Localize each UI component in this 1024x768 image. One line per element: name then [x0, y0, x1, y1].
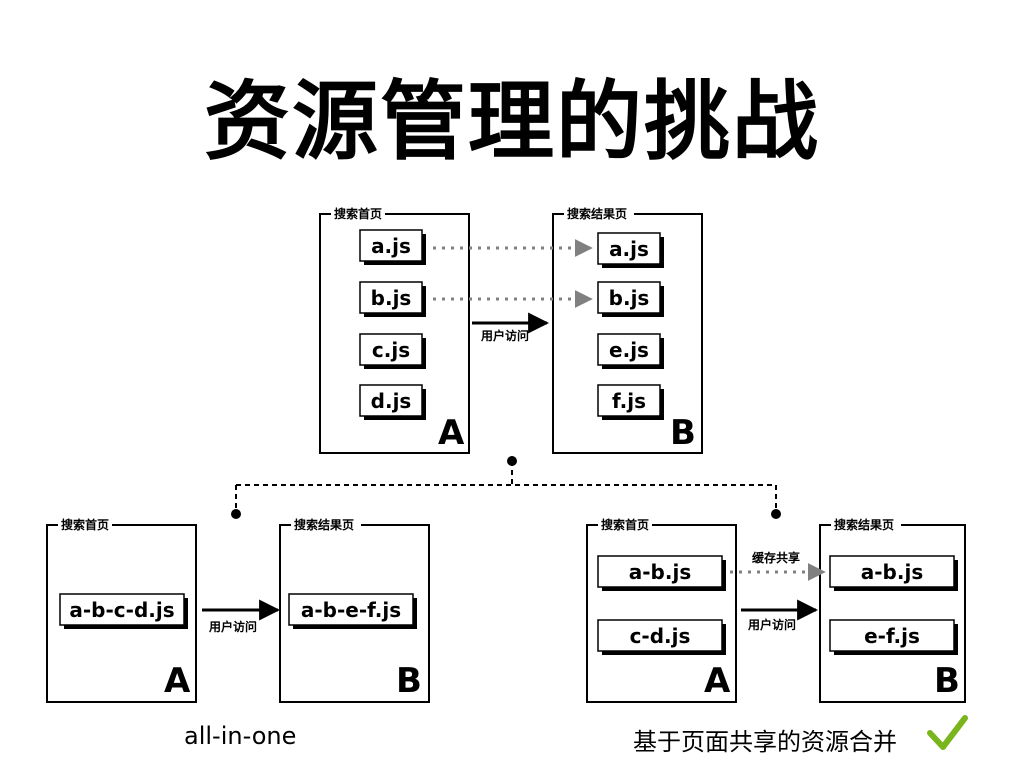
svg-text:c-d.js: c-d.js — [630, 624, 691, 648]
page-label: 搜索首页 — [61, 517, 109, 532]
page-label: 搜索首页 — [334, 206, 382, 221]
top-page-a: 搜索首页 A a.js b.js c.js d.js — [319, 206, 470, 454]
page-shared-merge-caption: 基于页面共享的资源合并 — [633, 728, 897, 756]
file-box-a-b-js: a-b.js — [829, 555, 958, 591]
page-letter: A — [704, 661, 731, 701]
svg-text:e.js: e.js — [609, 338, 649, 362]
svg-text:b.js: b.js — [609, 286, 650, 310]
file-box-a-b-e-f-js: a-b-e-f.js — [288, 593, 417, 629]
page-frame — [586, 524, 737, 703]
svg-text:b.js: b.js — [371, 286, 412, 310]
svg-text:a-b.js: a-b.js — [861, 560, 923, 584]
all-in-one-caption: all-in-one — [184, 722, 297, 750]
svg-text:a-b.js: a-b.js — [629, 560, 691, 584]
branch-connector — [231, 456, 781, 519]
svg-text:a-b-c-d.js: a-b-c-d.js — [69, 598, 174, 622]
file-box-e-js: e.js — [597, 333, 664, 369]
user-access-label: 用户访问 — [208, 619, 257, 634]
file-box-f-js: f.js — [597, 384, 664, 420]
svg-text:f.js: f.js — [612, 389, 646, 413]
left-page-b: 搜索结果页 B a-b-e-f.js — [279, 517, 430, 703]
right-page-a: 搜索首页 A a-b.js c-d.js — [586, 517, 737, 703]
svg-text:d.js: d.js — [371, 389, 412, 413]
file-box-b-js: b.js — [359, 281, 426, 317]
svg-text:a-b-e-f.js: a-b-e-f.js — [301, 598, 401, 622]
check-icon — [927, 715, 968, 750]
svg-text:a.js: a.js — [371, 234, 411, 258]
user-access-label: 用户访问 — [480, 328, 529, 343]
page-frame — [819, 524, 966, 703]
page-letter: A — [438, 413, 465, 453]
file-box-a-js: a.js — [359, 229, 426, 265]
user-access-label: 用户访问 — [747, 617, 796, 632]
page-title: 资源管理的挑战 — [204, 72, 820, 172]
file-box-c-d-js: c-d.js — [597, 619, 726, 655]
file-box-a-js: a.js — [597, 232, 664, 268]
svg-text:a.js: a.js — [609, 237, 649, 261]
file-box-b-js: b.js — [597, 281, 664, 317]
file-box-a-b-c-d-js: a-b-c-d.js — [59, 593, 188, 629]
page-letter: A — [164, 661, 191, 701]
svg-text:e-f.js: e-f.js — [864, 624, 920, 648]
page-label: 搜索结果页 — [834, 517, 894, 532]
page-label: 搜索首页 — [601, 517, 649, 532]
page-letter: B — [396, 661, 422, 701]
top-page-b: 搜索结果页 B a.js b.js e.js f.js — [552, 206, 703, 454]
right-page-b: 搜索结果页 B a-b.js e-f.js — [819, 517, 966, 703]
svg-text:c.js: c.js — [372, 338, 410, 362]
cache-share-label: 缓存共享 — [752, 550, 800, 565]
file-box-c-js: c.js — [359, 333, 426, 369]
page-letter: B — [670, 413, 696, 453]
file-box-a-b-js: a-b.js — [597, 555, 726, 591]
page-letter: B — [934, 661, 960, 701]
file-box-d-js: d.js — [359, 384, 426, 420]
file-box-e-f-js: e-f.js — [829, 619, 958, 655]
page-label: 搜索结果页 — [567, 206, 627, 221]
left-page-a: 搜索首页 A a-b-c-d.js — [46, 517, 197, 703]
page-label: 搜索结果页 — [294, 517, 354, 532]
